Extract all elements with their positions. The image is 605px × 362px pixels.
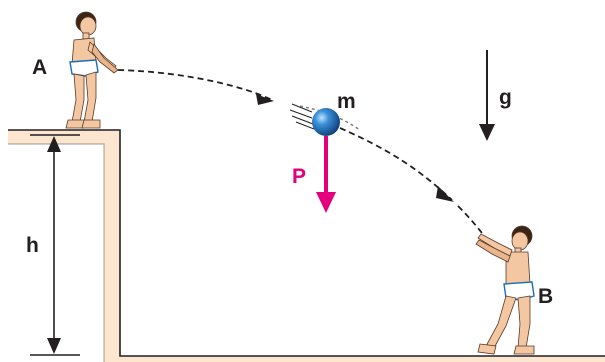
height-label: h xyxy=(26,234,39,257)
weight-force-label: P xyxy=(292,165,306,188)
gravity-label: g xyxy=(499,86,512,109)
trajectory xyxy=(117,69,487,239)
boy-catching-icon xyxy=(475,225,535,355)
motion-lines xyxy=(289,103,315,130)
boy-throwing-icon xyxy=(65,11,119,129)
weight-force-arrow xyxy=(316,136,336,213)
gravity-arrow xyxy=(479,50,495,141)
height-arrow xyxy=(30,134,80,356)
ground xyxy=(8,129,605,362)
point-a-label: A xyxy=(32,56,47,79)
point-b-label: B xyxy=(538,285,553,308)
ball-icon xyxy=(312,108,340,136)
mass-label: m xyxy=(337,90,356,113)
